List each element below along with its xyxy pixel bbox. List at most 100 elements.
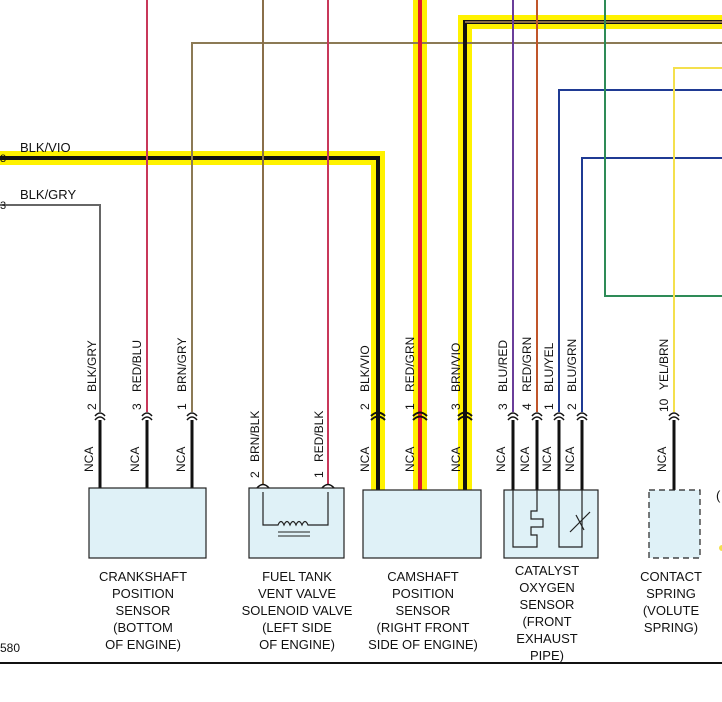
cat-label-line-3: SENSOR (520, 597, 575, 612)
cam-nca-1: NCA (358, 447, 372, 472)
crankshaft-label-line-5: OF ENGINE) (105, 637, 181, 652)
fuel-pin-color-2: RED/BLK (312, 411, 326, 462)
crank-connector-1 (94, 412, 106, 417)
highlight-layer (0, 0, 722, 492)
cam-label-line-3: SENSOR (396, 603, 451, 618)
crankshaft-sensor-group: 2 BLK/GRY 3 RED/BLU 1 BRN/GRY NCA NCA NC… (82, 338, 207, 652)
cam-connector-3 (457, 411, 473, 417)
crank-pin-num-3: 1 (175, 403, 189, 410)
fuel-pin-num-1: 2 (248, 471, 262, 478)
cat-connector-3 (553, 412, 565, 417)
spring-label-line-1: CONTACT (640, 569, 702, 584)
catalyst-sensor-box (503, 489, 599, 559)
label-blk-gry: BLK/GRY (20, 187, 76, 202)
crankshaft-label-line-2: POSITION (112, 586, 174, 601)
crank-connector-3 (186, 412, 198, 417)
cat-label-line-2: OXYGEN (519, 580, 575, 595)
cat-label-line-6: PIPE) (530, 648, 564, 663)
fuel-pin-color-1: BRN/BLK (248, 411, 262, 462)
cat-pin-color-2: RED/GRN (520, 337, 534, 392)
camshaft-sensor-group: 2 BLK/VIO 1 RED/GRN 3 BRN/VIO NCA NCA NC… (358, 337, 482, 652)
wire-blu-yel (558, 89, 722, 412)
cat-pin-color-4: BLU/GRN (565, 339, 579, 392)
cat-pin-color-1: BLU/RED (496, 340, 510, 392)
fuel-label-line-4: (LEFT SIDE (262, 620, 332, 635)
spring-pin-color-1: YEL/BRN (657, 339, 671, 390)
spring-label-line-3: (VOLUTE (643, 603, 700, 618)
crank-connector-2 (141, 412, 153, 417)
fuel-pin-num-2: 1 (312, 471, 326, 478)
cat-pin-num-3: 1 (542, 403, 556, 410)
fuel-tank-valve-group: 2 BRN/BLK 1 RED/BLK FUEL TANK VENT VALVE… (242, 411, 353, 652)
fuel-connector-2 (321, 483, 335, 489)
cam-pin-num-3: 3 (449, 403, 463, 410)
cam-label-line-5: SIDE OF ENGINE) (368, 637, 478, 652)
cam-connector-1 (370, 411, 386, 417)
catalyst-sensor-group: 3 BLU/RED 4 RED/GRN 1 BLU/YEL 2 BLU/GRN … (494, 337, 599, 663)
cam-nca-3: NCA (449, 447, 463, 472)
spring-connector-1 (668, 412, 680, 417)
cam-label-line-4: (RIGHT FRONT (377, 620, 470, 635)
crank-pin-color-1: BLK/GRY (85, 340, 99, 392)
cat-nca-4: NCA (563, 447, 577, 472)
cam-pin-color-1: BLK/VIO (358, 345, 372, 392)
crank-nca-2: NCA (128, 447, 142, 472)
crank-nca-1: NCA (82, 447, 96, 472)
cat-pin-num-2: 4 (520, 403, 534, 410)
cat-nca-1: NCA (494, 447, 508, 472)
contact-spring-group: 10 YEL/BRN NCA CONTACT SPRING (VOLUTE SP… (640, 339, 702, 635)
edge-yellow-dot (719, 545, 722, 551)
cat-connector-2 (531, 412, 543, 417)
crankshaft-label-line-3: SENSOR (116, 603, 171, 618)
cam-pin-color-3: BRN/VIO (449, 343, 463, 392)
wire-yel-brn (673, 67, 722, 412)
cat-pin-num-1: 3 (496, 403, 510, 410)
cam-pin-color-2: RED/GRN (403, 337, 417, 392)
wire-blk-vio (0, 156, 380, 490)
crankshaft-sensor-box (88, 487, 207, 559)
left-connector-mark-1: 3 (0, 153, 6, 165)
contact-spring-box (648, 489, 701, 559)
label-blk-vio: BLK/VIO (20, 140, 71, 155)
wire-blk-gry (0, 204, 101, 412)
crankshaft-label-line-1: CRANKSHAFT (99, 569, 187, 584)
spring-nca-1: NCA (655, 447, 669, 472)
wire-brn-vio (463, 20, 722, 490)
solenoid-coil-icon (262, 492, 329, 527)
cat-pin-num-4: 2 (565, 403, 579, 410)
cam-label-line-2: POSITION (392, 586, 454, 601)
wire-layer (0, 0, 722, 490)
cam-pin-num-1: 2 (358, 403, 372, 410)
fuel-label-line-5: OF ENGINE) (259, 637, 335, 652)
spring-pin-num-1: 10 (657, 398, 671, 412)
crank-pin-color-3: BRN/GRY (175, 338, 189, 392)
fuel-label-line-1: FUEL TANK (262, 569, 332, 584)
crank-pin-num-1: 2 (85, 403, 99, 410)
cam-pin-num-2: 1 (403, 403, 417, 410)
camshaft-sensor-box (362, 489, 482, 559)
corner-number: 580 (0, 641, 20, 655)
cat-nca-3: NCA (540, 447, 554, 472)
cat-label-line-5: EXHAUST (516, 631, 577, 646)
left-connector-mark-2: 3 (0, 200, 6, 212)
crank-pin-num-2: 3 (130, 403, 144, 410)
heater-element-icon (512, 490, 544, 548)
wire-blu-grn (581, 157, 722, 412)
variable-resistor-icon (558, 490, 583, 548)
fuel-label-line-3: SOLENOID VALVE (242, 603, 353, 618)
cam-label-line-1: CAMSHAFT (387, 569, 459, 584)
wire-green (604, 0, 722, 297)
fuel-connector-1 (256, 483, 270, 489)
crank-nca-3: NCA (174, 447, 188, 472)
cat-pin-color-3: BLU/YEL (542, 342, 556, 392)
edge-partial-mark: ( (716, 488, 721, 503)
cat-label-line-4: (FRONT (522, 614, 571, 629)
cat-connector-1 (507, 412, 519, 417)
spring-label-line-4: SPRING) (644, 620, 698, 635)
cat-nca-2: NCA (518, 447, 532, 472)
fuel-label-line-2: VENT VALVE (258, 586, 336, 601)
crank-pin-color-2: RED/BLU (130, 340, 144, 392)
cam-nca-2: NCA (403, 447, 417, 472)
cam-connector-2 (412, 411, 428, 417)
